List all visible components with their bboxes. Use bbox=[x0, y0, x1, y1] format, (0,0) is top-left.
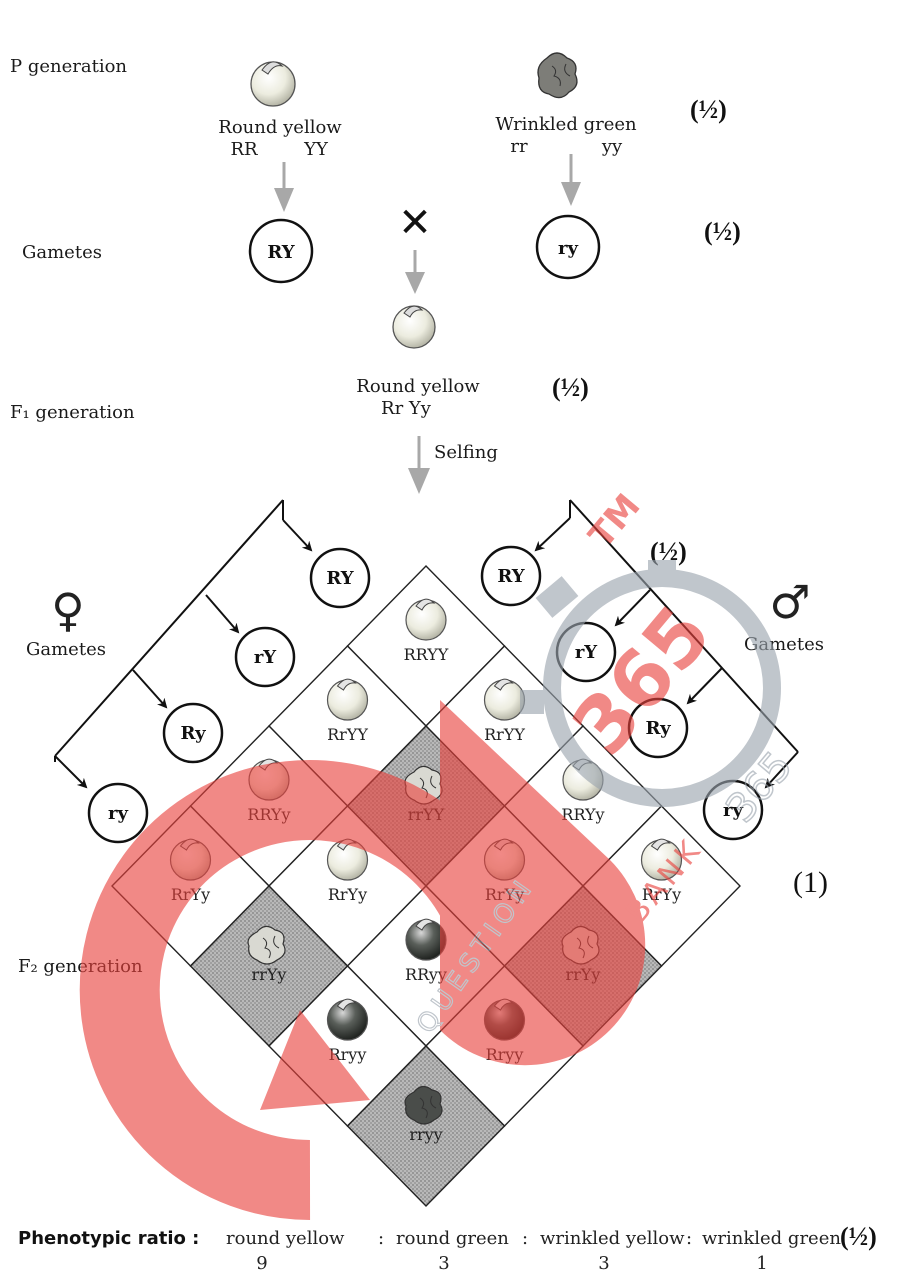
punnett-cell: rryy bbox=[346, 1045, 506, 1207]
mark-half-1: (½) bbox=[690, 95, 727, 124]
female-gamete: RY bbox=[326, 568, 354, 589]
female-gametes: RY rY Ry ry bbox=[87, 547, 371, 844]
left-parent-phenotype: Round yellow bbox=[218, 117, 342, 138]
punnett-genotype: RRYy bbox=[561, 805, 604, 824]
round-yellow-pea-icon bbox=[250, 61, 296, 107]
right-parent-genotype-r: rr bbox=[510, 136, 528, 157]
f1-genotype: Rr Yy bbox=[381, 398, 432, 419]
male-gamete: Ry bbox=[645, 718, 671, 739]
gametes-label-top: Gametes bbox=[22, 242, 102, 263]
male-gamete: ry bbox=[723, 800, 743, 821]
ratio-sep-1: : bbox=[378, 1228, 384, 1249]
f1-round-yellow-pea-icon bbox=[392, 305, 436, 349]
male-gametes: RY rY Ry ry bbox=[480, 545, 764, 841]
punnett-genotype: rryy bbox=[409, 1125, 442, 1144]
right-parent-genotype-y: yy bbox=[601, 136, 623, 157]
punnett-genotype: RrYY bbox=[484, 725, 525, 744]
left-parent-genotype-r: RR bbox=[230, 139, 258, 160]
cross-to-f1-arrow bbox=[405, 250, 425, 294]
punnett-genotype: rrYy bbox=[252, 965, 287, 984]
female-symbol-icon: ♀ bbox=[51, 583, 85, 637]
f1-phenotype: Round yellow bbox=[356, 376, 480, 397]
punnett-genotype: RrYy bbox=[642, 885, 681, 904]
mark-one: (1) bbox=[793, 866, 828, 899]
ratio-phenotype-3: wrinkled yellow bbox=[540, 1228, 685, 1249]
watermark-tm-text: TM bbox=[581, 486, 648, 555]
ratio-value-1: 9 bbox=[256, 1253, 267, 1274]
male-symbol-icon: ♂ bbox=[769, 575, 810, 629]
male-gamete-circle bbox=[627, 697, 689, 759]
selfing-label: Selfing bbox=[434, 442, 498, 463]
female-gamete-circle bbox=[162, 702, 224, 764]
gamete-circle-left-parent bbox=[248, 218, 314, 284]
punnett-genotype: RrYY bbox=[327, 725, 368, 744]
ratio-phenotype-4: wrinkled green bbox=[702, 1228, 841, 1249]
logo-watermark-icon bbox=[79, 700, 646, 1220]
stopwatch-watermark-icon bbox=[520, 560, 781, 807]
punnett-cell-bg bbox=[346, 1045, 506, 1207]
gamete-right-parent: ry bbox=[558, 238, 578, 259]
round-pea-icon bbox=[326, 998, 369, 1041]
female-gamete-circle bbox=[234, 626, 296, 688]
ratio-phenotype-2: round green bbox=[396, 1228, 509, 1249]
left-parent-genotype-y: YY bbox=[303, 139, 329, 160]
round-pea-icon bbox=[405, 598, 447, 641]
wrinkled-pea-icon bbox=[247, 925, 286, 965]
female-gamete: Ry bbox=[180, 723, 206, 744]
male-gamete: RY bbox=[497, 566, 525, 587]
female-gamete-branch bbox=[54, 499, 313, 789]
female-gamete: rY bbox=[254, 647, 277, 668]
wrinkled-green-pea-icon bbox=[537, 52, 578, 99]
parent-to-gamete-arrows bbox=[274, 154, 581, 212]
round-pea-icon bbox=[326, 678, 369, 721]
ratio-value-4: 1 bbox=[756, 1253, 767, 1274]
male-gamete-branch bbox=[534, 499, 799, 789]
mark-half-2: (½) bbox=[704, 217, 741, 246]
ratio-value-2: 3 bbox=[438, 1253, 449, 1274]
mark-half-5: (½) bbox=[840, 1222, 877, 1251]
right-parent-phenotype: Wrinkled green bbox=[495, 114, 637, 135]
female-gamete: ry bbox=[108, 803, 128, 824]
ratio-value-3: 3 bbox=[598, 1253, 609, 1274]
round-pea-icon bbox=[640, 838, 683, 881]
ratio-phenotype-1: round yellow bbox=[226, 1228, 345, 1249]
mark-half-3: (½) bbox=[552, 373, 589, 402]
male-gamete-circle bbox=[480, 545, 542, 607]
male-gamete: rY bbox=[575, 642, 598, 663]
f1-generation-label: F₁ generation bbox=[10, 402, 135, 423]
ratio-sep-2: : bbox=[522, 1228, 528, 1249]
punnett-genotype: RRYY bbox=[404, 645, 449, 664]
ratio-label: Phenotypic ratio : bbox=[18, 1228, 199, 1249]
punnett-genotype: RrYy bbox=[328, 885, 367, 904]
round-pea-icon bbox=[483, 678, 526, 721]
ratio-sep-3: : bbox=[686, 1228, 692, 1249]
gamete-circle-right-parent bbox=[535, 214, 601, 280]
female-gamete-circle bbox=[87, 782, 149, 844]
cross-icon: ✕ bbox=[398, 200, 432, 246]
gamete-left-parent: RY bbox=[267, 242, 295, 263]
female-gamete-circle bbox=[309, 547, 371, 609]
female-gametes-label: Gametes bbox=[26, 639, 106, 660]
wrinkled-pea-icon bbox=[404, 1085, 443, 1125]
selfing-arrow bbox=[408, 436, 430, 494]
punnett-genotype: RRyy bbox=[405, 965, 447, 984]
p-generation-label: P generation bbox=[10, 56, 127, 77]
